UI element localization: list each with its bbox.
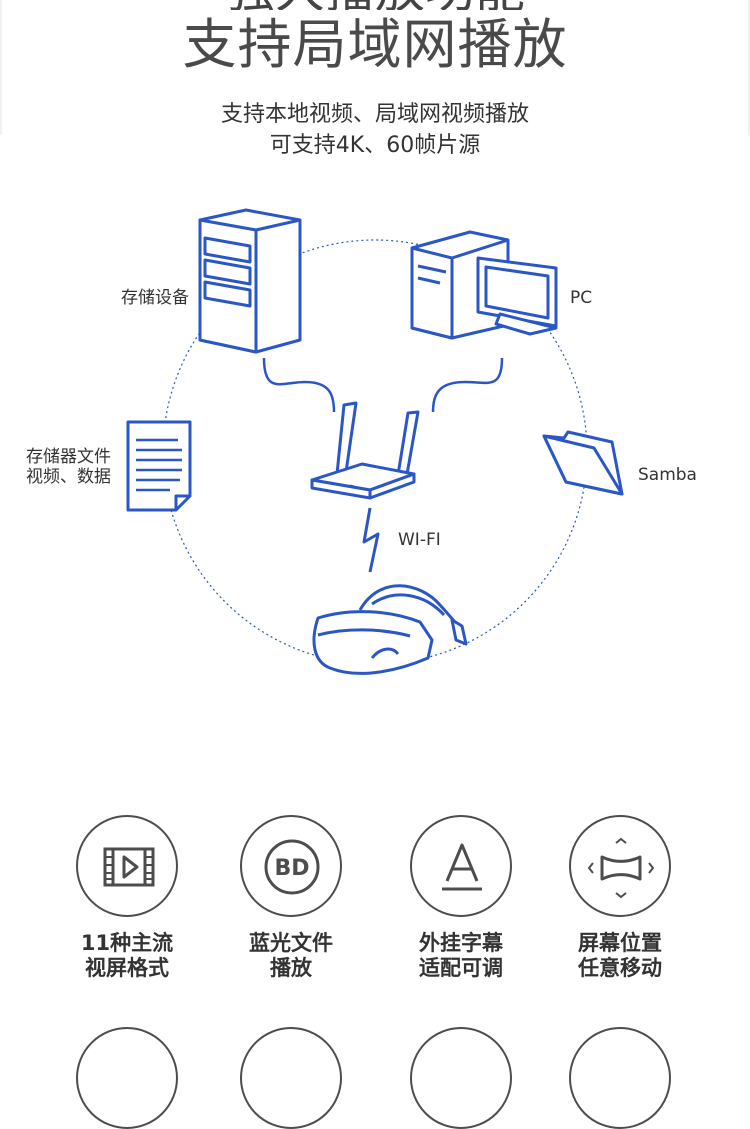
subtitle-a-icon	[442, 843, 482, 891]
document-icon	[126, 420, 192, 512]
storage-server-icon	[198, 208, 302, 354]
storage-cable	[262, 357, 336, 413]
partial-headline: 强大播放功能	[0, 0, 750, 10]
feature-circle-partial	[569, 1027, 671, 1129]
feature-text-line-1: 屏幕位置	[578, 931, 662, 955]
vr-headset-icon	[312, 584, 468, 675]
feature-circle	[410, 815, 512, 917]
pc-label: PC	[570, 288, 593, 308]
feature-subtitles: 外挂字幕 适配可调	[391, 815, 531, 981]
subtitle-line-2: 可支持4K、60帧片源	[269, 133, 481, 158]
feature-circle: BD	[240, 815, 342, 917]
storage-label: 存储设备	[121, 288, 189, 308]
feature-circle	[569, 815, 671, 917]
feature-screen-position: 屏幕位置 任意移动	[550, 815, 690, 981]
feature-text-line-1: 外挂字幕	[419, 931, 503, 955]
pc-icon	[410, 230, 558, 340]
folder-icon	[542, 430, 624, 496]
feature-text-line-2: 播放	[270, 956, 312, 980]
screen-position-icon	[587, 837, 655, 899]
files-label-line-2: 视频、数据	[26, 467, 111, 487]
feature-text-line-2: 任意移动	[578, 956, 662, 980]
feature-circle-partial	[410, 1027, 512, 1129]
header-band-right-edge	[748, 0, 750, 135]
bluray-disc-icon: BD	[264, 839, 320, 895]
files-label-line-1: 存储器文件	[26, 447, 111, 467]
network-diagram	[126, 208, 624, 675]
page-title: 支持局域网播放	[182, 13, 568, 76]
feature-circle-partial	[240, 1027, 342, 1129]
feature-text-line-2: 适配可调	[419, 956, 503, 980]
samba-label: Samba	[638, 465, 697, 485]
feature-text-line-1: 蓝光文件	[249, 931, 333, 955]
feature-text-line-2: 视屏格式	[85, 956, 169, 980]
header-band-left-edge	[0, 0, 2, 135]
feature-circle	[76, 815, 178, 917]
video-format-icon	[103, 847, 155, 887]
pc-cable	[431, 357, 504, 413]
router-icon	[310, 401, 420, 500]
svg-text:BD: BD	[274, 856, 309, 881]
header-band	[0, 0, 750, 135]
subtitle-line-1: 支持本地视频、局域网视频播放	[220, 102, 529, 127]
feature-text-line-1: 11种主流	[80, 931, 174, 955]
feature-video-formats: 11种主流 视屏格式	[57, 815, 197, 981]
feature-circle-partial	[76, 1027, 178, 1129]
feature-bluray: BD 蓝光文件 播放	[221, 815, 361, 981]
wifi-signal-icon	[362, 507, 380, 573]
wifi-label: WI-FI	[398, 530, 441, 550]
